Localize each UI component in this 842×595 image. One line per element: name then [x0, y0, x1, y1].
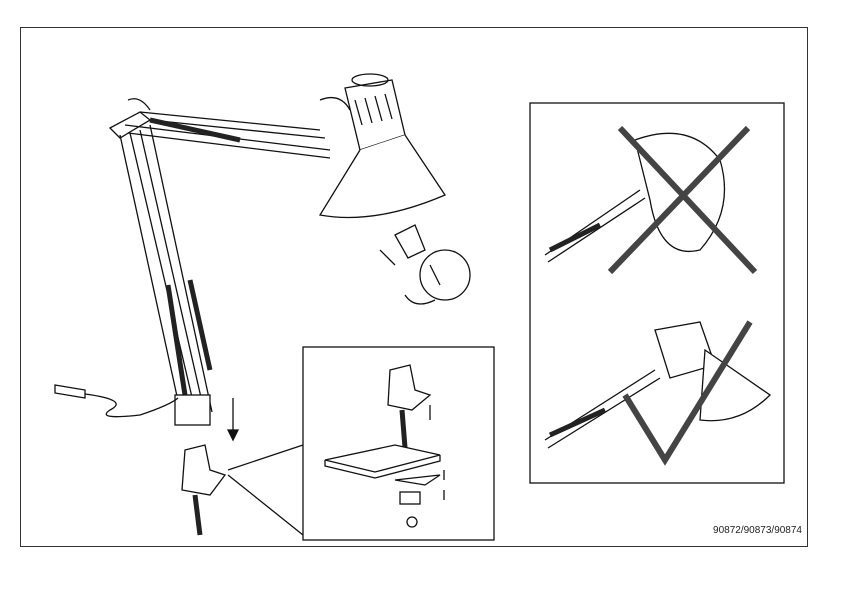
wrong-usage-drawing: [544, 125, 758, 275]
light-bulb-drawing: [379, 224, 471, 305]
clamp-detail-inset: [302, 346, 495, 541]
page-frame: [20, 27, 808, 547]
power-cord-drawing: [54, 384, 179, 418]
model-numbers: 90872/90873/90874: [713, 525, 802, 536]
rotate-arrow-icon: [379, 249, 441, 305]
clamp-drawing: [181, 444, 304, 536]
wrong-cross-icon: [607, 125, 758, 275]
down-arrow-icon: [226, 398, 240, 442]
lamp-shade-drawing: [318, 73, 446, 219]
correct-usage-drawing: [544, 320, 772, 466]
correct-check-icon: [622, 320, 753, 466]
lamp-arm-drawing: [108, 96, 351, 426]
usage-warning-panel: [529, 102, 785, 484]
